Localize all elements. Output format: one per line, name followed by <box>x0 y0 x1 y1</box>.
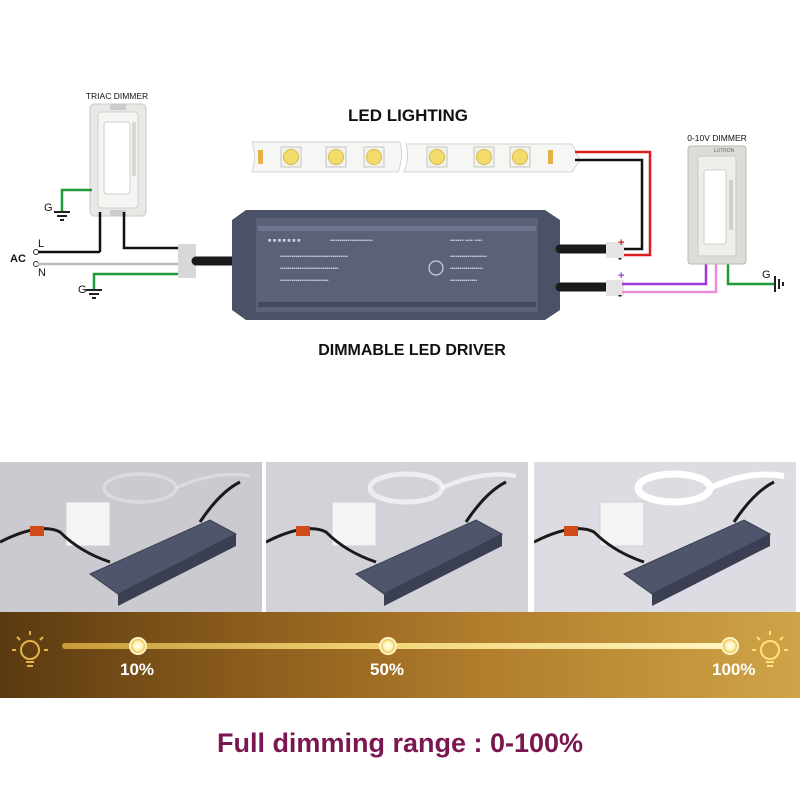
minus-sign-bottom: - <box>618 288 622 302</box>
driver-side <box>384 534 502 606</box>
dimming-knob-100 <box>721 637 739 655</box>
dimmer-brand: LUTRON <box>714 148 735 154</box>
cable <box>464 480 507 523</box>
cable <box>198 480 241 523</box>
led-strip-tail <box>441 472 517 491</box>
led-lighting-label: LED LIGHTING <box>348 106 468 125</box>
dimmer-plate <box>331 501 377 547</box>
wiring-diagram: TRIAC DIMMER LED LIGHTING 0-10V DIMMER D… <box>10 91 784 359</box>
strip-solder-pad <box>548 150 553 164</box>
photo-10-percent <box>0 462 262 612</box>
ac-label: AC <box>10 253 26 265</box>
connector <box>564 526 578 536</box>
photo-scene <box>0 462 262 612</box>
svg-text:▪▪▪▪▪▪▪▪▪▪▪▪▪▪: ▪▪▪▪▪▪▪▪▪▪▪▪▪▪ <box>450 278 477 284</box>
led-chip-lens <box>429 149 445 165</box>
driver-side <box>652 534 770 606</box>
level-label-10: 10% <box>120 660 155 679</box>
minus-sign-top: - <box>618 251 622 265</box>
led-chip-lens <box>328 149 344 165</box>
ground-right <box>774 276 784 292</box>
led-chip-lens <box>476 149 492 165</box>
ground-label-left-bottom: G <box>78 284 87 296</box>
led-strip-coil <box>102 472 178 504</box>
dimmer-010v: LUTRON <box>687 145 747 265</box>
dimming-track <box>62 643 738 649</box>
svg-text:▪▪▪▪▪▪▪▪▪▪▪▪▪▪▪▪▪▪▪: ▪▪▪▪▪▪▪▪▪▪▪▪▪▪▪▪▪▪▪ <box>450 254 487 260</box>
bulb-bright-icon <box>752 631 788 667</box>
svg-text:▪▪▪▪▪▪▪ ▪▪▪▪ ▪▪▪▪: ▪▪▪▪▪▪▪ ▪▪▪▪ ▪▪▪▪ <box>450 238 482 244</box>
triac-dimmer-label: TRIAC DIMMER <box>86 91 148 101</box>
led-chip-lens <box>283 149 299 165</box>
svg-text:▪▪▪▪▪▪▪▪▪▪▪▪▪▪▪▪▪▪▪▪▪▪▪▪▪: ▪▪▪▪▪▪▪▪▪▪▪▪▪▪▪▪▪▪▪▪▪▪▪▪▪ <box>280 278 329 284</box>
cable <box>534 527 645 564</box>
ground-left-top <box>54 188 92 221</box>
photo-50-percent <box>266 462 528 612</box>
ground-label-right: G <box>762 269 771 281</box>
dimmer-plate <box>599 501 645 547</box>
level-label-50: 50% <box>370 660 405 679</box>
svg-text:▪▪▪▪▪▪▪▪▪▪▪▪▪▪▪▪▪▪▪▪▪▪: ▪▪▪▪▪▪▪▪▪▪▪▪▪▪▪▪▪▪▪▪▪▪ <box>330 238 373 244</box>
svg-text:▪▪▪▪▪▪▪▪▪▪▪▪▪▪▪▪▪: ▪▪▪▪▪▪▪▪▪▪▪▪▪▪▪▪▪ <box>450 266 483 272</box>
level-label-100: 100% <box>712 660 756 679</box>
photo-scene <box>266 462 528 612</box>
led-strip-tail <box>708 471 785 491</box>
cable <box>0 527 111 564</box>
brightness-photos <box>0 462 800 612</box>
plus-sign-bottom: + <box>618 270 624 282</box>
ground-label-left-top: G <box>44 202 53 214</box>
cable <box>732 480 775 523</box>
dimmer-plate <box>65 501 111 547</box>
connector <box>30 526 44 536</box>
photo-100-percent <box>534 462 796 612</box>
plus-sign-top: + <box>618 237 624 249</box>
triac-dimmer <box>89 103 147 217</box>
led-chip-lens <box>512 149 528 165</box>
dimmer-010v-label: 0-10V DIMMER <box>687 133 747 143</box>
ground-left-bottom <box>86 289 102 299</box>
l-label: L <box>38 238 44 250</box>
svg-text:▪▪▪▪▪▪▪▪▪▪▪▪▪▪▪▪▪▪▪▪▪▪▪▪▪▪▪▪▪▪: ▪▪▪▪▪▪▪▪▪▪▪▪▪▪▪▪▪▪▪▪▪▪▪▪▪▪▪▪▪▪▪▪▪▪▪ <box>280 254 348 260</box>
led-chip-lens <box>366 149 382 165</box>
svg-text:▪▪▪▪▪▪▪▪▪▪▪▪▪▪▪▪▪▪▪▪▪▪▪▪▪▪▪▪▪▪: ▪▪▪▪▪▪▪▪▪▪▪▪▪▪▪▪▪▪▪▪▪▪▪▪▪▪▪▪▪▪ <box>280 266 339 272</box>
connector <box>296 526 310 536</box>
cable <box>266 527 377 564</box>
n-label: N <box>38 267 46 279</box>
dimmable-led-driver: ■ ■ ■ ■ ■ ■ ■ ▪▪▪▪▪▪▪▪▪▪▪▪▪▪▪▪▪▪▪▪▪▪ ▪▪▪… <box>232 210 560 320</box>
photo-scene <box>534 462 796 612</box>
led-strip-tail <box>175 472 251 490</box>
strip-solder-pad <box>258 150 263 164</box>
dimming-knob-50 <box>379 637 397 655</box>
headline: Full dimming range : 0-100% <box>216 728 584 758</box>
bulb-dim-icon <box>12 631 48 667</box>
led-strip <box>251 141 581 173</box>
dimming-bar <box>0 612 800 698</box>
driver-label: DIMMABLE LED DRIVER <box>318 342 506 359</box>
svg-text:■ ■ ■ ■ ■ ■ ■: ■ ■ ■ ■ ■ ■ ■ <box>268 238 300 244</box>
driver-side <box>118 534 236 606</box>
dimming-knob-10 <box>129 637 147 655</box>
